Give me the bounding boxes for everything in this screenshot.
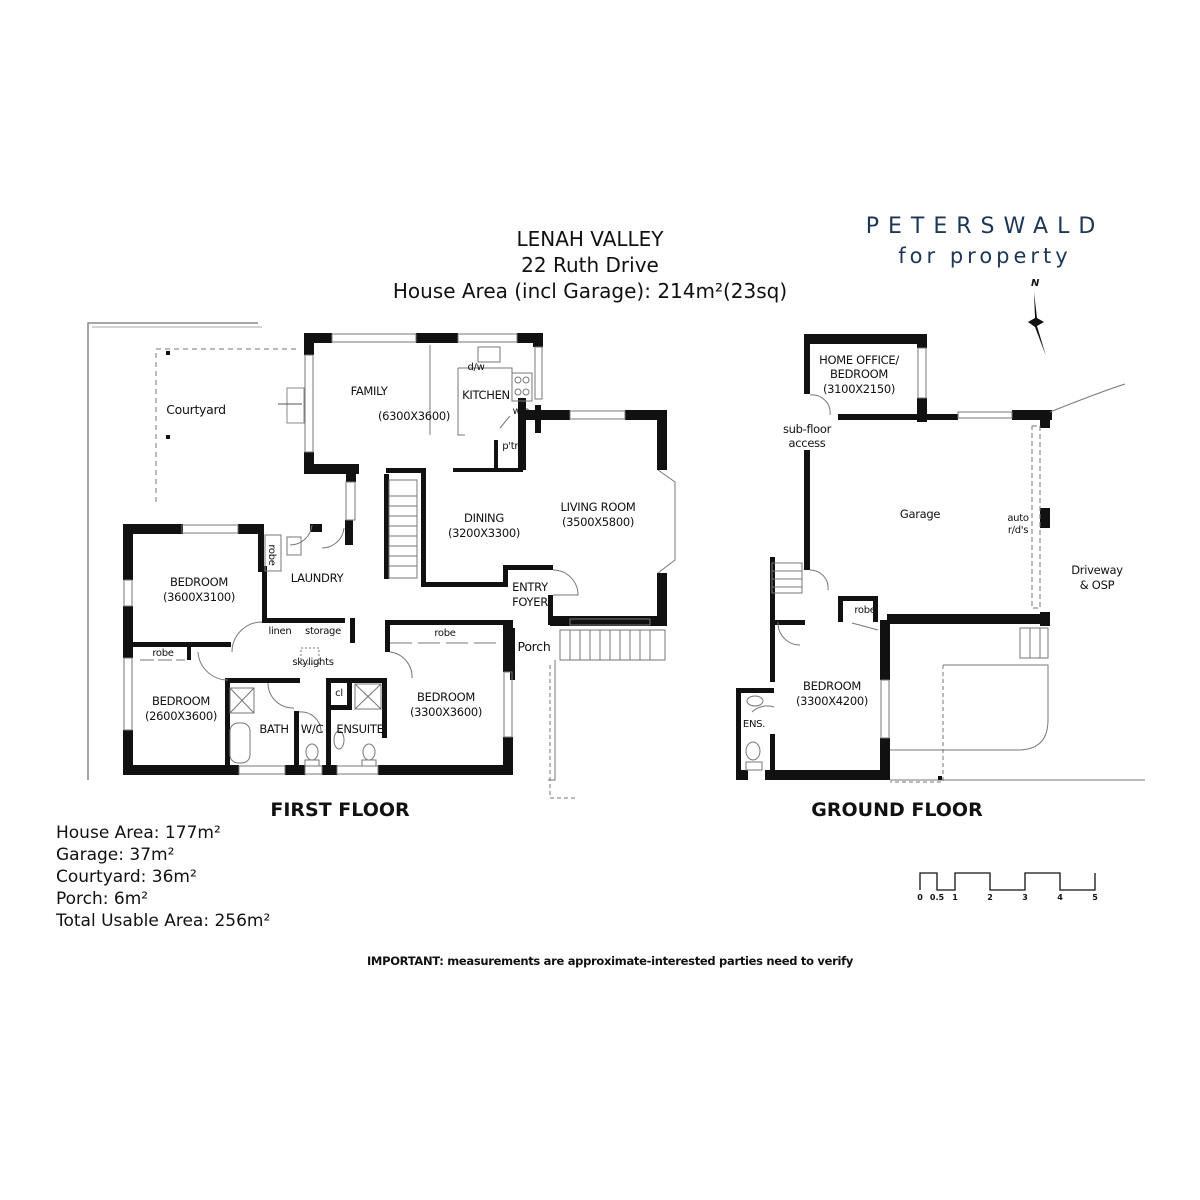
storage-label: storage [305,626,341,637]
scale-tick: 5 [1092,893,1098,902]
driveway-label: Driveway [1071,563,1123,577]
suburb-title: LENAH VALLEY [516,227,664,251]
dining-label: DINING [464,511,504,525]
dishwasher-label: d/w [467,362,485,373]
bedroom-3-dims: (3300X3600) [409,705,483,719]
home-office-bedroom-label: BEDROOM [830,367,888,381]
bedroom-1-dims: (3600X3100) [162,590,236,604]
living-room-dims: (3500X5800) [561,515,635,529]
measurement-notice: IMPORTANT: measurements are approximate-… [366,954,854,968]
living-room-label: LIVING ROOM [560,500,636,514]
address-title: 22 Ruth Drive [521,253,659,277]
garage-label: Garage [899,507,941,521]
robe-1-label: robe [266,544,277,566]
ground-bedroom-label: BEDROOM [803,679,861,693]
family-dims: (6300X3600) [377,409,451,423]
bedroom-2-dims: (2600X3600) [144,709,218,723]
first-floor-walls [123,333,667,775]
house-area: House Area: 177m² [56,823,221,843]
scale-tick: 4 [1057,893,1063,902]
skylights-label: skylights [292,657,334,668]
scale-tick: 0.5 [929,893,945,902]
laundry-label: LAUNDRY [290,571,344,585]
title-block: LENAH VALLEY 22 Ruth Drive House Area (i… [300,226,880,304]
first-floor-plan [87,322,305,780]
pantry-label: p'try [502,441,524,452]
bedroom-3-label: BEDROOM [417,690,475,704]
ensuite-label: ENSUITE [336,722,384,736]
robe-2-label: robe [152,648,174,659]
wall-oven-label: w/o [512,406,530,417]
ground-bedroom-dims: (3300X4200) [795,694,869,708]
courtyard-label: Courtyard [166,402,226,417]
boundary-line [87,322,258,780]
garage-area: Garage: 37m² [56,845,175,865]
scale-tick: 3 [1022,893,1028,902]
courtyard-area: Courtyard: 36m² [56,867,197,887]
roller-doors-label: r/d's [1007,525,1029,536]
total-usable-area: Total Usable Area: 256m² [56,911,271,931]
subfloor-label: sub-floor [782,422,832,436]
house-area-title: House Area (incl Garage): 214m²(23sq) [392,279,788,303]
linen-label: linen [268,626,292,637]
robe-label: robe [854,605,876,616]
first-floor-title: FIRST FLOOR [270,799,410,821]
ground-floor-details [745,347,1145,783]
ground-floor-walls [736,334,1052,780]
scale-bar [919,872,1096,891]
robe-3-label: robe [434,628,456,639]
foyer-label: FOYER [512,595,548,609]
logo-name: PETERSWALD [865,214,1105,239]
wc-label: W/C [300,722,324,736]
scale-tick: 0 [917,893,923,902]
peterswald-logo: PETERSWALD for property [840,212,1130,270]
subfloor-access-label: access [788,436,826,450]
bedroom-2-label: BEDROOM [152,694,210,708]
compass-icon [1028,292,1046,356]
osp-label: & OSP [1079,578,1115,592]
kitchen-label: KITCHEN [462,388,510,402]
home-office-label: HOME OFFICE/ [819,353,899,367]
closet-label: cl [335,688,343,699]
ground-floor-title: GROUND FLOOR [811,799,983,821]
area-summary: House Area: 177m² Garage: 37m² Courtyard… [56,822,270,932]
family-label: FAMILY [350,384,388,398]
first-floor-details [123,333,676,799]
scale-tick: 2 [987,893,993,902]
porch-area: Porch: 6m² [56,889,149,909]
porch-label: Porch [517,639,551,654]
logo-tagline: for property [898,244,1072,268]
auto-label: auto [1007,513,1029,524]
courtyard-outline [155,348,296,505]
ensuite-short-label: ENS. [742,719,766,730]
post-marker [938,776,942,780]
bedroom-1-label: BEDROOM [170,575,228,589]
home-office-dims: (3100X2150) [822,382,896,396]
north-label: N [1031,278,1040,289]
entry-label: ENTRY [512,580,548,594]
scale-tick: 1 [952,893,958,902]
bath-label: BATH [259,722,289,736]
dining-dims: (3200X3300) [447,526,521,540]
